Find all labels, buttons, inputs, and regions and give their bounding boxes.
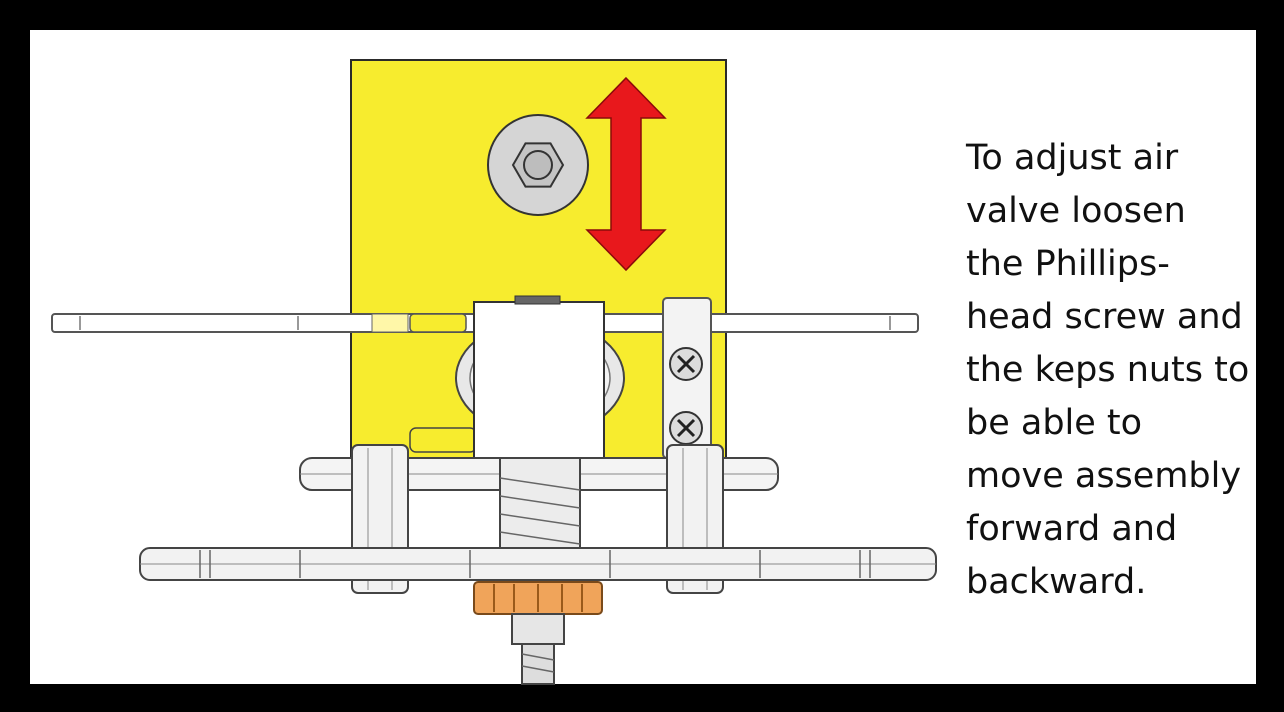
lower-rod bbox=[139, 547, 937, 581]
instruction-text: To adjust air valve loosen the Phillips-… bbox=[966, 132, 1256, 609]
instruction-line: the keps nuts to bbox=[966, 350, 1250, 390]
instruction-line: move assembly bbox=[966, 456, 1242, 496]
instruction-line: To adjust air bbox=[966, 138, 1179, 178]
instruction-line: be able to bbox=[966, 403, 1143, 443]
hex-bolt-icon bbox=[487, 114, 589, 216]
bottom-stub bbox=[511, 613, 565, 685]
drive-gear bbox=[473, 581, 603, 615]
instruction-line: forward and bbox=[966, 509, 1178, 549]
valve-block bbox=[473, 301, 605, 461]
instruction-line: the Phillips- bbox=[966, 244, 1170, 284]
center-shaft bbox=[499, 457, 581, 549]
adjustment-arrow-icon bbox=[585, 76, 667, 272]
instruction-line: head screw and bbox=[966, 297, 1243, 337]
instruction-line: valve loosen bbox=[966, 191, 1186, 231]
instruction-line: backward. bbox=[966, 562, 1147, 602]
air-fitting bbox=[409, 427, 477, 453]
screw-bracket bbox=[662, 297, 712, 459]
